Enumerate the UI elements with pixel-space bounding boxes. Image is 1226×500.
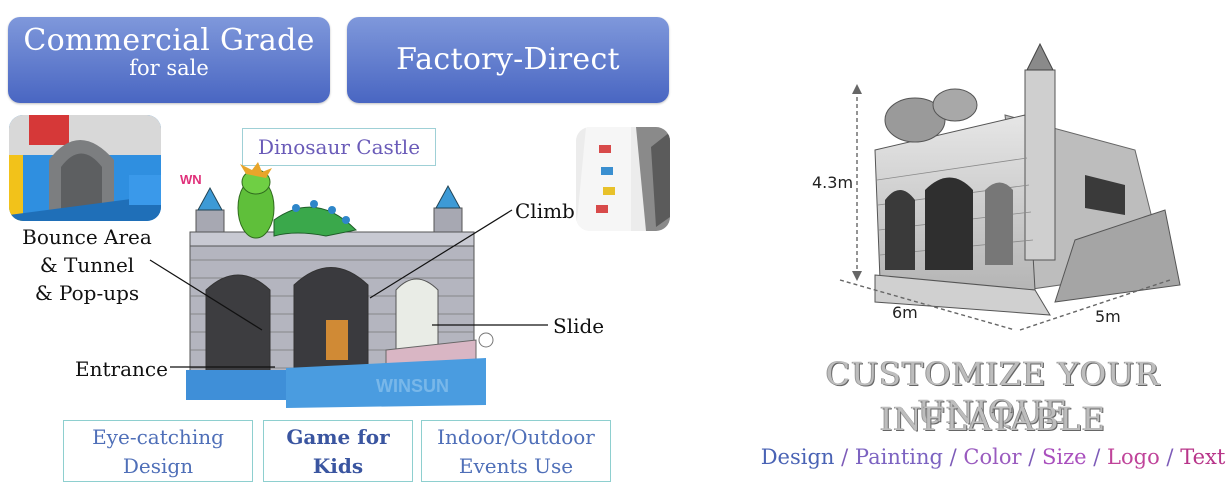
climb-label: Climb (515, 199, 575, 223)
bounce-line-3: & Pop-ups (34, 281, 140, 305)
commercial-grade-badge: Commercial Grade for sale (8, 17, 330, 103)
brand-logo-fragment: WN (180, 172, 202, 187)
feature-events-line-1: Indoor/Outdoor (437, 425, 595, 449)
feature-design-line-2: Design (122, 454, 194, 478)
separator: / (1093, 445, 1108, 469)
commercial-grade-text: Commercial Grade (23, 23, 315, 58)
bounce-area-label: Bounce Area & Tunnel & Pop-ups (22, 223, 152, 307)
svg-text:WINSUN: WINSUN (376, 376, 449, 396)
height-dimension: 4.3m (812, 173, 854, 192)
option-design: Design (760, 445, 835, 469)
callout-lines (149, 209, 548, 368)
customization-options: Design / Painting / Color / Size / Logo … (760, 445, 1226, 469)
separator: / (949, 445, 964, 469)
factory-direct-text: Factory-Direct (396, 42, 620, 77)
for-sale-text: for sale (129, 56, 209, 80)
customize-heading-line-2: INFLATABLE (879, 400, 1107, 438)
option-logo: Logo (1107, 445, 1160, 469)
depth-dimension: 5m (1095, 307, 1121, 326)
feature-eye-catching-design: Eye-catching Design (63, 420, 253, 482)
dinosaur-castle-illustration: WN WINSUN (180, 162, 494, 408)
option-size: Size (1041, 445, 1087, 469)
feature-events-line-2: Events Use (458, 454, 574, 478)
castle-dimension-model (839, 42, 1181, 331)
climb-wall-photo (576, 127, 670, 231)
product-title: Dinosaur Castle (242, 128, 436, 166)
feature-kids-line-2: Kids (312, 454, 364, 478)
tunnel-detail-photo (9, 115, 161, 221)
bounce-line-2: & Tunnel (39, 253, 135, 277)
feature-kids-line-1: Game for (286, 425, 390, 449)
feature-design-line-1: Eye-catching (92, 425, 224, 449)
width-dimension: 6m (892, 303, 918, 322)
entrance-label: Entrance (75, 357, 168, 381)
customize-heading-line-1: CUSTOMIZE YOUR UNIQUE (825, 355, 1161, 431)
separator: / (1166, 445, 1181, 469)
option-color: Color (963, 445, 1022, 469)
bounce-line-1: Bounce Area (22, 225, 152, 249)
slide-label: Slide (553, 314, 605, 338)
factory-direct-badge: Factory-Direct (347, 17, 669, 103)
option-painting: Painting (854, 445, 943, 469)
feature-game-for-kids: Game for Kids (263, 420, 413, 482)
feature-indoor-outdoor-events: Indoor/Outdoor Events Use (421, 420, 611, 482)
separator: / (841, 445, 855, 469)
option-text: Text (1180, 445, 1226, 469)
separator: / (1028, 445, 1042, 469)
